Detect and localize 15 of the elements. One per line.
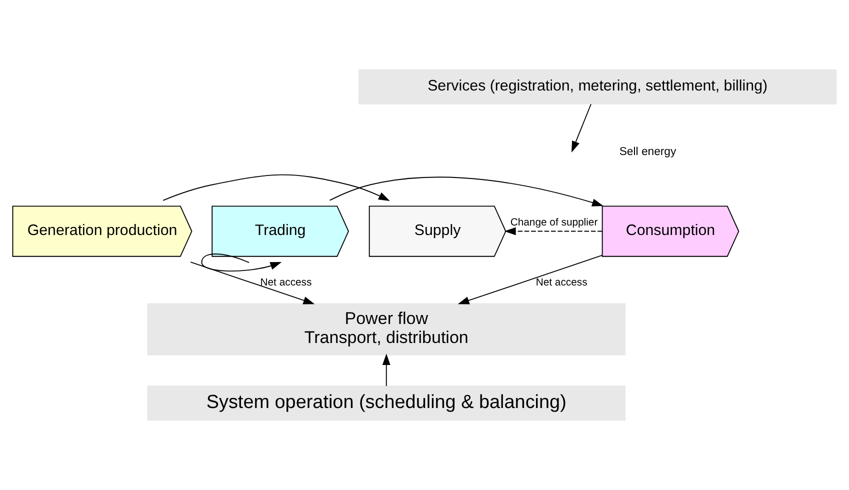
edge-label: Net access: [536, 278, 588, 289]
edge-label: Change of supplier: [510, 217, 598, 228]
arrow: [458, 254, 603, 304]
arrow: [382, 354, 390, 386]
arrow: [504, 227, 603, 236]
arrow: [329, 176, 604, 206]
arrow: [190, 262, 315, 304]
arrow: [201, 254, 282, 272]
node-box: System operation (scheduling & balancing): [147, 386, 626, 421]
arrow: [162, 174, 390, 201]
label: Sell energy: [619, 146, 676, 158]
node-box: Services (registration, metering, settlement, billing): [358, 69, 837, 104]
node-box: Power flow Transport, distribution: [147, 303, 626, 356]
edge-label: Net access: [260, 278, 312, 289]
arrow: [572, 104, 592, 152]
